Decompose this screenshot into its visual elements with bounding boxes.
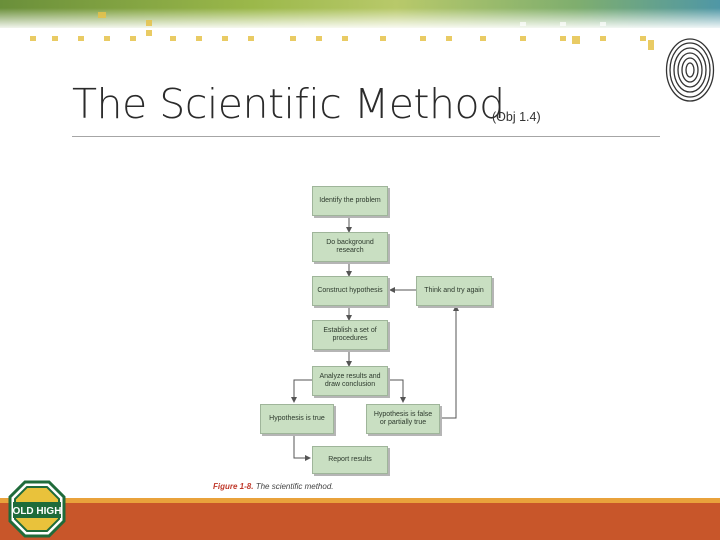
banner-graphic: [0, 0, 720, 50]
school-logo-icon: OLD HIGH: [8, 480, 66, 538]
box-hypothesis-false: Hypothesis is false or partially true: [366, 404, 440, 434]
figure-number: Figure 1-8.: [213, 482, 254, 491]
page-subtitle: (Obj 1.4): [492, 110, 541, 124]
flowchart-arrows: [291, 214, 459, 461]
box-background-research: Do background research: [312, 232, 388, 262]
footer-accent-bar: [0, 498, 720, 503]
footer-bar: [0, 503, 720, 540]
figure-caption-text: The scientific method.: [255, 482, 334, 491]
logo-text: OLD HIGH: [13, 506, 62, 517]
title-divider: [72, 136, 660, 137]
top-banner: [0, 0, 720, 70]
page-title: The Scientific Method: [72, 80, 505, 128]
box-analyze-results: Analyze results and draw conclusion: [312, 366, 388, 396]
box-construct-hypothesis: Construct hypothesis: [312, 276, 388, 306]
figure-caption: Figure 1-8. The scientific method.: [213, 482, 334, 491]
box-identify-problem: Identify the problem: [312, 186, 388, 216]
box-think-try-again: Think and try again: [416, 276, 492, 306]
flowchart: Identify the problem Do background resea…: [250, 180, 510, 500]
fingerprint-icon: [664, 34, 716, 104]
box-report-results: Report results: [312, 446, 388, 474]
title-area: The Scientific Method (Obj 1.4): [72, 80, 672, 140]
box-hypothesis-true: Hypothesis is true: [260, 404, 334, 434]
box-establish-procedures: Establish a set of procedures: [312, 320, 388, 350]
